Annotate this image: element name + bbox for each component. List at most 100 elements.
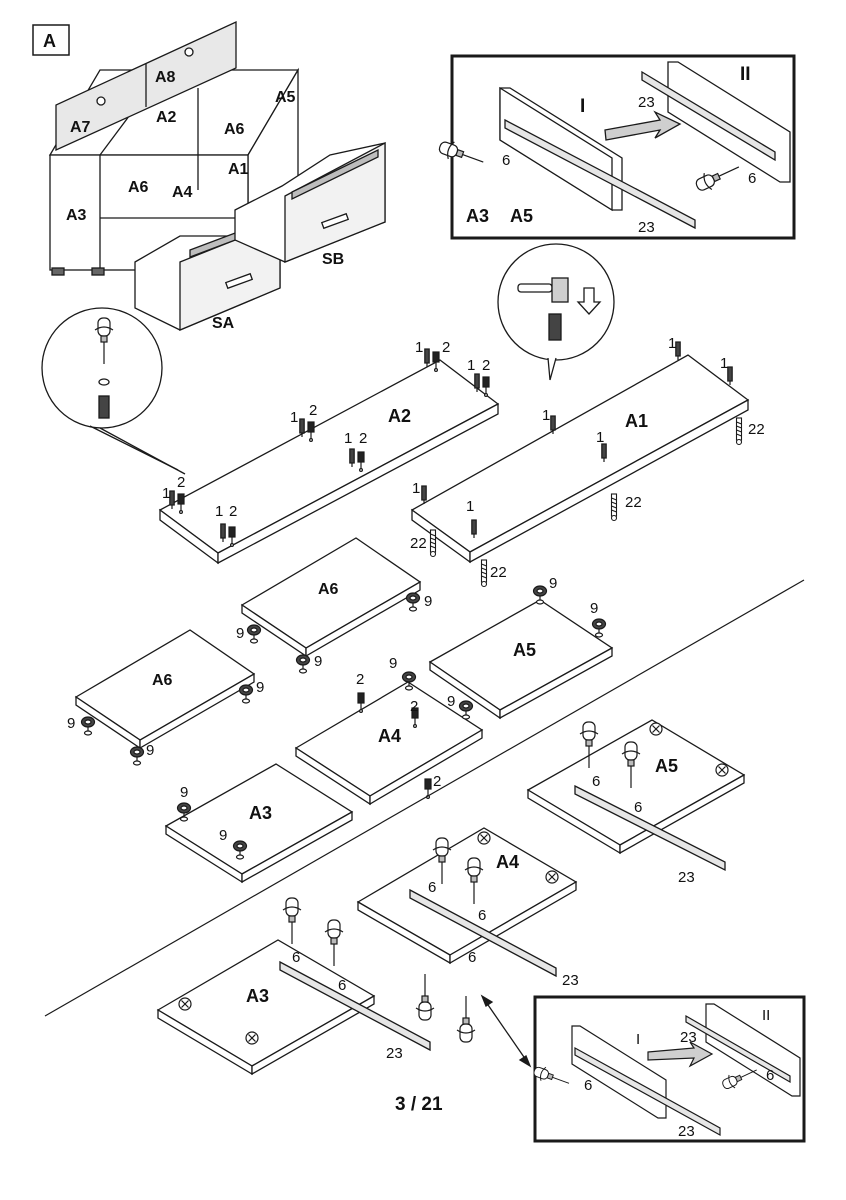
- panel-a6-lower: A6 9 9 9: [67, 629, 264, 766]
- a4-upper-camlock-label-2: 9: [447, 693, 455, 710]
- part-label-a8: A8: [155, 69, 176, 86]
- drawer-label-sa: SA: [212, 315, 235, 332]
- detail-top-panel-ii: II: [740, 64, 751, 85]
- a1-dowel-label-4: 1: [596, 429, 604, 446]
- panel-a1: A1: [410, 354, 750, 564]
- panel-a3-lower: A3 6 6 23: [156, 897, 431, 1076]
- a6-lower-camlock-label-1: 9: [256, 679, 264, 696]
- a4-lower-screw-label-1: 6: [428, 879, 436, 896]
- a1-dowel-label-1: 1: [668, 335, 676, 352]
- a1-dowel-label-2: 1: [720, 355, 728, 372]
- a2-cambolt-label-2: 2: [482, 357, 490, 374]
- panel-a6-upper: A6 9 9 9: [236, 537, 432, 674]
- part-label-a3: A3: [66, 207, 87, 224]
- zoom-circle-dowel-fitting: [41, 307, 186, 475]
- part-label-a7: A7: [70, 119, 91, 136]
- a6-lower-camlock-label-3: 9: [146, 742, 154, 759]
- a2-dowel-label-5: 1: [162, 485, 170, 502]
- a2-dowel-label-6: 1: [215, 503, 223, 520]
- a3-lower-screw-label-2: 6: [338, 977, 346, 994]
- detail-top-panel-i: I: [580, 96, 585, 117]
- detail-bottom-panel-ii: II: [762, 1007, 770, 1024]
- a5-upper-camlock-label-1: 9: [549, 575, 557, 592]
- a2-dowel-label-3: 1: [290, 409, 298, 426]
- panel-a4-lower-label: A4: [496, 852, 519, 872]
- panel-a5-lower-label: A5: [655, 756, 678, 776]
- panel-a1-fittings: 1 1 1 1 1 1 22 22 22 22: [410, 335, 765, 588]
- a5-upper-camlock-label-2: 9: [590, 600, 598, 617]
- a1-dowel-label-3: 1: [542, 407, 550, 424]
- detail-bottom-panel-i: I: [636, 1031, 640, 1048]
- a6-upper-camlock-label-3: 9: [314, 653, 322, 670]
- detail-bottom-rail-num: 23: [680, 1029, 697, 1046]
- a5-lower-screw-label-2: 6: [634, 799, 642, 816]
- a2-dowel-label-2: 1: [467, 357, 475, 374]
- a2-dowel-label-1: 1: [415, 339, 423, 356]
- a3-upper-camlock-label-2: 9: [219, 827, 227, 844]
- panel-a3-lower-label: A3: [246, 986, 269, 1006]
- a1-longscrew-label-3: 22: [410, 535, 427, 552]
- part-label-a6-right: A6: [224, 121, 245, 138]
- panel-a4-lower: A4 6 6 6 23: [356, 827, 579, 1043]
- a2-cambolt-label-6: 2: [229, 503, 237, 520]
- detail-top-labels: I II 23 6 6 23 A3 A5: [466, 64, 756, 236]
- detail-callout-arrow: [480, 994, 532, 1068]
- a6-lower-camlock-label-2: 9: [67, 715, 75, 732]
- part-label-a5: A5: [275, 89, 296, 106]
- slide-rail-detail-bottom: I II 23 6 6 23: [531, 995, 806, 1143]
- detail-bottom-rail-num-bottom: 23: [678, 1123, 695, 1140]
- a2-cambolt-label-3: 2: [309, 402, 317, 419]
- a4-lower-screw-label-2: 6: [478, 907, 486, 924]
- a5-lower-screw-label-1: 6: [592, 773, 600, 790]
- a4-upper-cambolt-label-3: 2: [433, 773, 441, 790]
- section-divider: [44, 579, 805, 1017]
- part-label-a1: A1: [228, 161, 249, 178]
- detail-top-rail-num: 23: [638, 94, 655, 111]
- part-label-a4: A4: [172, 184, 193, 201]
- a4-lower-screw-label-3: 6: [468, 949, 476, 966]
- a1-longscrew-label-1: 22: [748, 421, 765, 438]
- detail-top-part-a5: A5: [510, 206, 533, 226]
- a1-dowel-label-6: 1: [466, 498, 474, 515]
- overview-part-labels: A8 A7 A2 A5 A6 A1 A6 A4 A3 SB SA: [66, 69, 344, 332]
- panel-a2: A2: [158, 359, 500, 565]
- detail-top-screw-right: 6: [748, 170, 756, 187]
- detail-top-part-a3: A3: [466, 206, 489, 226]
- a3-lower-screw-label-1: 6: [292, 949, 300, 966]
- panel-a5-lower: A5 6 6 23: [526, 719, 746, 886]
- zoom-circle-hammer: [497, 243, 615, 381]
- drawer-label-sb: SB: [322, 251, 344, 268]
- panel-a4-upper: A4 9 9 2 2 2: [294, 655, 484, 806]
- panel-a1-label: A1: [625, 411, 648, 431]
- a2-dowel-label-4: 1: [344, 430, 352, 447]
- a5-lower-rail-label: 23: [678, 869, 695, 886]
- a3-lower-rail-label: 23: [386, 1045, 403, 1062]
- a4-upper-cambolt-label-2: 2: [410, 698, 418, 715]
- panel-a5-upper-label: A5: [513, 640, 536, 660]
- a4-lower-rail-label: 23: [562, 972, 579, 989]
- panel-a5-upper: A5 9 9: [428, 575, 614, 720]
- panel-a6-lower-label: A6: [152, 672, 173, 689]
- a1-longscrew-label-2: 22: [625, 494, 642, 511]
- part-label-a6-left: A6: [128, 179, 149, 196]
- a4-upper-camlock-label-1: 9: [389, 655, 397, 672]
- cabinet-overview: [48, 20, 386, 331]
- a2-cambolt-label-4: 2: [359, 430, 367, 447]
- panel-a2-fittings: 1 2 1 2 1 2 1 2 1 2 1 2: [162, 339, 490, 548]
- panel-a2-label: A2: [388, 406, 411, 426]
- a2-cambolt-label-1: 2: [442, 339, 450, 356]
- part-label-a2: A2: [156, 109, 177, 126]
- a6-upper-camlock-label-2: 9: [236, 625, 244, 642]
- step-label: A: [43, 31, 56, 51]
- panel-a3-upper: A3 9 9: [164, 763, 354, 884]
- page-number: 3 / 21: [395, 1094, 443, 1115]
- slide-rail-detail-top: I II 23 6 6 23 A3 A5: [436, 54, 796, 240]
- detail-top-screw-left: 6: [502, 152, 510, 169]
- a6-upper-camlock-label-1: 9: [424, 593, 432, 610]
- panel-a2-fitting-labels: 1 2 1 2 1 2 1 2 1 2 1 2: [162, 339, 490, 520]
- detail-bottom-screw-left: 6: [584, 1077, 592, 1094]
- a1-longscrew-label-4: 22: [490, 564, 507, 581]
- panel-a3-upper-label: A3: [249, 803, 272, 823]
- step-label-box: A: [32, 24, 70, 56]
